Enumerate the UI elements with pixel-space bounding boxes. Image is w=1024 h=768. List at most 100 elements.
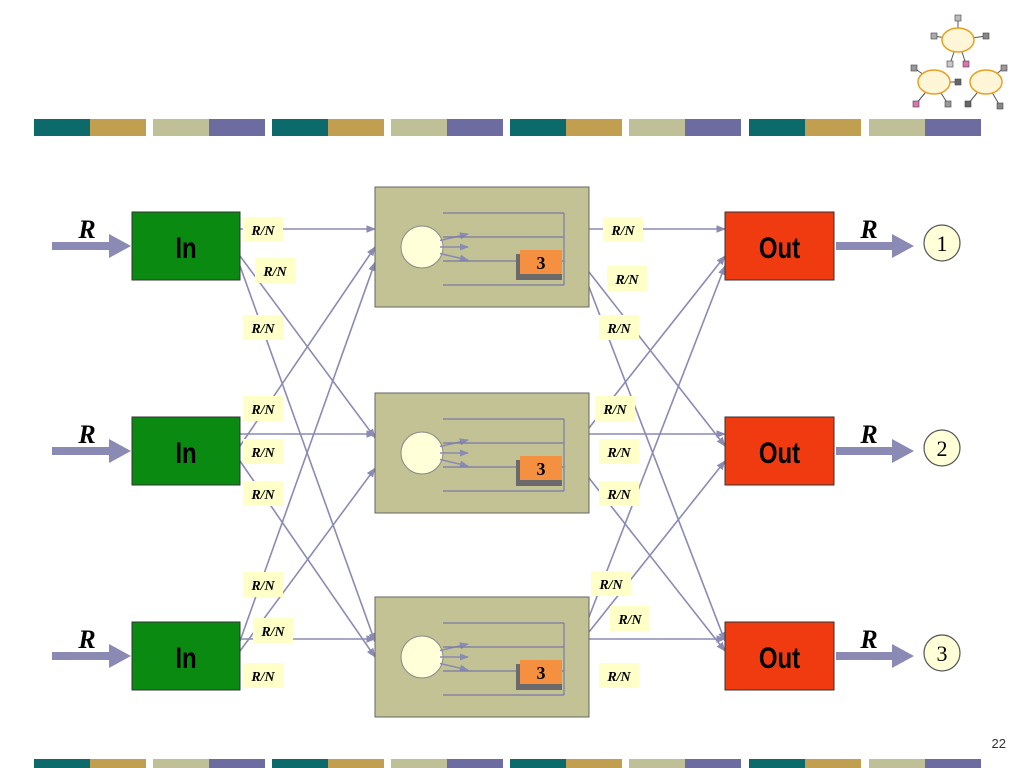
label-text: R/N [606,488,631,503]
stripe-segment [925,759,981,768]
stripe-segment [328,119,384,136]
footer-stripe-bar [34,759,981,768]
label-background [603,217,643,242]
input-port-box [131,211,241,281]
queue-arrow [439,662,469,672]
input-rate-label: R [77,215,95,244]
middle-to-output-link [588,271,726,447]
stripe-segment [510,759,566,768]
queue-box [520,250,562,274]
logo-node [954,14,962,22]
input-rate-label: R [77,420,95,449]
rate-per-n-label: R/N [599,439,639,464]
label-background [253,618,293,643]
label-text: R/N [250,488,275,503]
intermediate-switch: 3 [374,186,590,308]
rate-per-n-label: R/N [243,315,283,340]
rate-per-n-label: R/N [607,266,647,291]
stripe-segment [629,759,685,768]
stripe-segment [391,119,447,136]
logo-node [1000,64,1008,72]
label-text: R/N [602,403,627,418]
stripe-segment [328,759,384,768]
middle-to-output-link [588,460,726,633]
rate-per-n-label: R/N [243,396,283,421]
input-port-label: In [175,640,196,674]
logo-cloud [941,27,975,53]
input-rate-arrow [52,234,131,258]
middle-to-output-link [588,477,726,652]
output-port-label: Out [759,640,800,674]
stripe-segment [391,759,447,768]
output-rate-label: R [859,215,877,244]
rate-per-n-label: R/N [603,217,643,242]
output-port-box [724,211,835,281]
output-rate-label: R [859,625,877,654]
page-number: 22 [991,736,1006,751]
stripe-segment [805,119,861,136]
queue-arrow [439,458,469,468]
intermediate-switch: 3 [374,596,590,718]
logo-node [954,78,962,86]
label-text: R/N [610,224,635,239]
logo-node [910,64,918,72]
scheduler-circle [400,635,444,679]
label-text: R/N [606,322,631,337]
stripe-segment [272,119,328,136]
queue-arrow [439,252,469,262]
intermediate-switch: 3 [374,392,590,514]
label-text: R/N [250,224,275,239]
label-background [599,439,639,464]
stripe-segment [209,119,265,136]
logo-node [930,32,938,40]
output-number: 1 [937,231,948,256]
output-port-label: Out [759,435,800,469]
logo-node [962,60,970,68]
rate-per-n-label: R/N [243,663,283,688]
logo-node [982,32,990,40]
label-text: R/N [250,403,275,418]
stripe-segment [272,759,328,768]
queue-box [520,660,562,684]
logo-node [946,60,954,68]
stripe-segment [447,759,503,768]
queue-count: 3 [537,253,546,273]
label-background [255,258,295,283]
label-text: R/N [614,273,639,288]
rate-per-n-label: R/N [243,217,283,242]
output-rate-arrow [836,644,914,668]
input-port-label: In [175,435,196,469]
label-background [243,481,283,506]
rate-per-n-label: R/N [243,572,283,597]
stripe-segment [90,119,146,136]
input-rate-arrow [52,439,131,463]
label-background [243,396,283,421]
label-background [243,315,283,340]
stripe-segment [34,759,90,768]
input-port-box [131,621,241,691]
label-background [599,315,639,340]
rate-per-n-label: R/N [599,663,639,688]
output-number: 2 [937,436,948,461]
stripe-segment [805,759,861,768]
stripe-segment [153,119,209,136]
label-text: R/N [250,579,275,594]
logo-cloud [917,69,951,95]
output-port-box [724,416,835,486]
logo-node [996,102,1004,110]
input-port-label: In [175,230,196,264]
label-background [243,572,283,597]
scheduler-circle [400,431,444,475]
stripe-segment [566,759,622,768]
logo-node [944,100,952,108]
output-number-circle [923,429,961,467]
output-port-box [724,621,835,691]
label-text: R/N [250,446,275,461]
label-background [610,606,650,631]
rate-per-n-label: R/N [610,606,650,631]
label-text: R/N [250,670,275,685]
